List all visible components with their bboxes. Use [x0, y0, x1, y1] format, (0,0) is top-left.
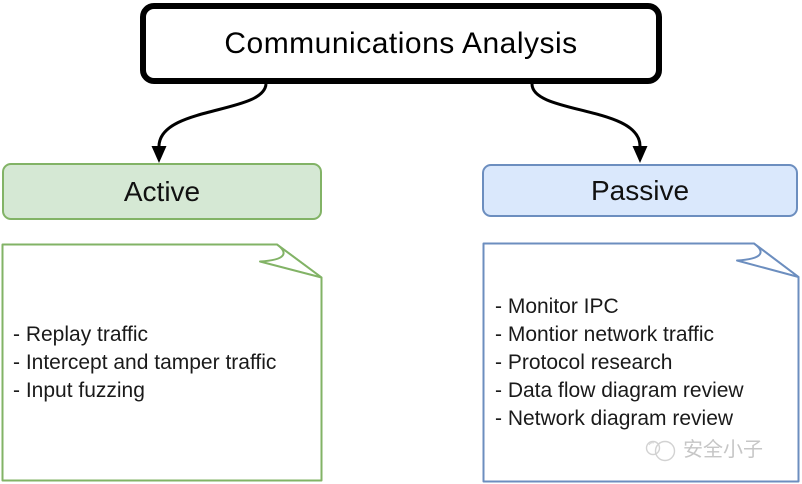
arrowhead-passive: [632, 146, 648, 163]
connector-to-passive: [530, 83, 642, 147]
watermark-text: 安全小子: [683, 439, 763, 461]
passive-note-item: - Data flow diagram review: [495, 378, 744, 402]
active-note-item: - Input fuzzing: [13, 378, 145, 402]
passive-note-shape: [482, 242, 800, 483]
passive-note-item: - Montior network traffic: [495, 322, 715, 346]
connector-to-active: [157, 83, 268, 147]
passive-note-item: - Network diagram review: [495, 406, 734, 430]
passive-note-item: - Monitor IPC: [495, 294, 619, 318]
watermark: 安全小子: [644, 436, 763, 464]
passive-note-fold-corner: [736, 242, 800, 278]
active-note-shape: [1, 243, 323, 482]
branch-passive-label: Passive: [590, 174, 690, 206]
branch-node-passive: Passive: [482, 164, 798, 217]
passive-note-list: - Monitor IPC - Montior network traffic …: [495, 243, 795, 482]
root-node-label: Communications Analysis: [224, 26, 578, 60]
active-note-item: - Replay traffic: [13, 322, 148, 346]
active-note-list: - Replay traffic - Intercept and tamper …: [13, 244, 313, 481]
branch-active-label: Active: [123, 175, 201, 207]
branch-node-active: Active: [2, 163, 322, 220]
active-note-fold-corner: [259, 243, 323, 279]
arrowhead-active: [151, 146, 167, 163]
active-note-item: - Intercept and tamper traffic: [13, 350, 277, 374]
passive-note-item: - Protocol research: [495, 350, 673, 374]
watermark-logo-icon: [645, 440, 676, 462]
root-node-communications-analysis: Communications Analysis: [140, 3, 662, 84]
